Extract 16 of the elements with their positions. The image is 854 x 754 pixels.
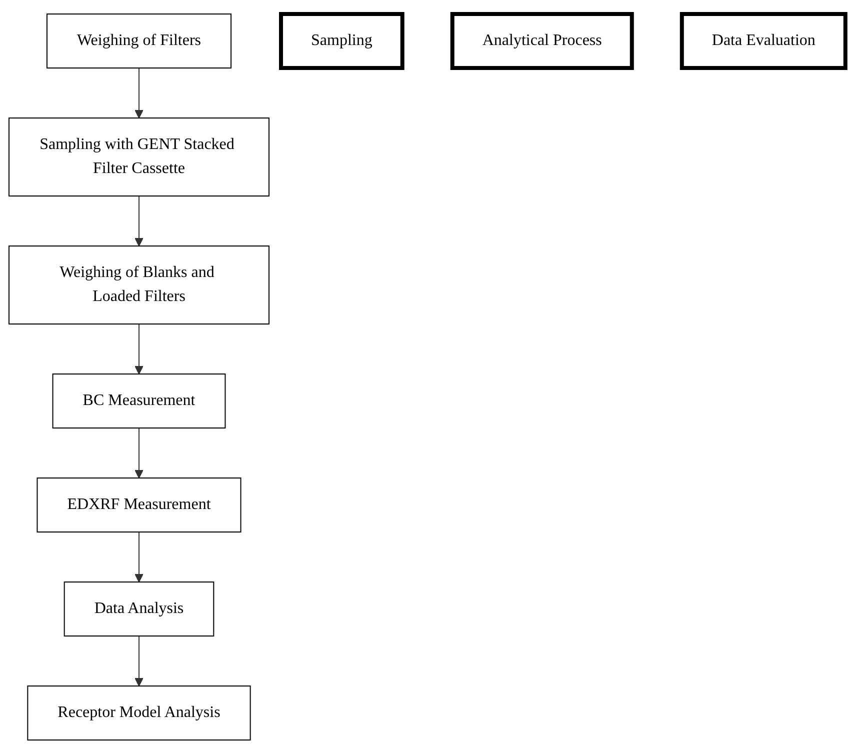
arrow <box>134 636 144 686</box>
arrow <box>134 324 144 374</box>
node-box: Receptor Model Analysis <box>26 686 251 740</box>
node-box: Data Analysis <box>64 582 214 636</box>
arrow <box>134 428 144 478</box>
node-box: Sampling with GENT Stacked Filter Cassette <box>8 118 270 196</box>
arrow <box>134 68 144 118</box>
node-box: BC Measurement <box>52 374 226 428</box>
node-box: EDXRF Measurement <box>36 478 242 532</box>
arrow <box>134 196 144 246</box>
node-box: Analytical Process <box>450 12 634 70</box>
arrow <box>134 532 144 582</box>
node-box: Weighing of Filters <box>46 14 232 68</box>
node-box: Weighing of Blanks and Loaded Filters <box>8 246 270 324</box>
node-box: Sampling <box>278 12 404 70</box>
node-box: Data Evaluation <box>680 12 848 70</box>
